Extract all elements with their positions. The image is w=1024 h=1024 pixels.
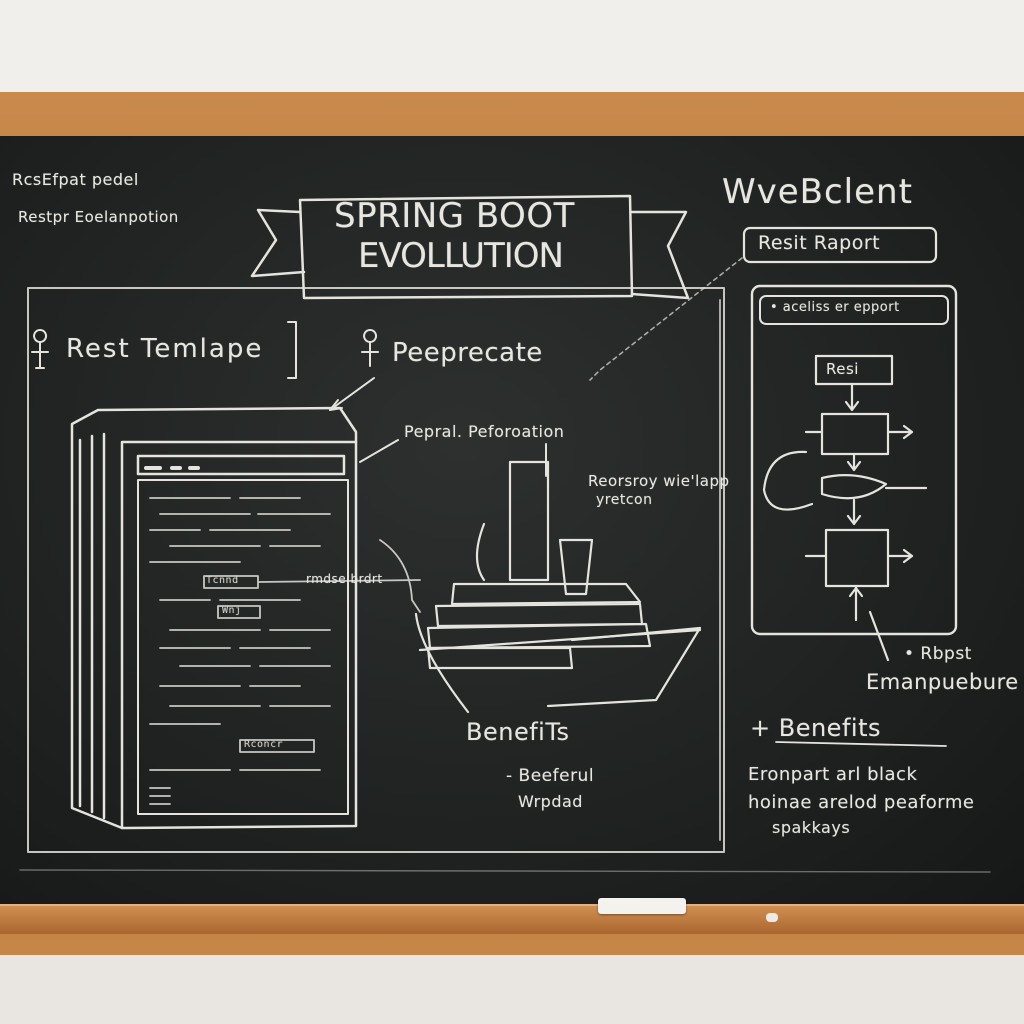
footnote-2: Emanpuebure — [866, 670, 1019, 694]
title-banner — [250, 194, 690, 300]
middle-benefit-1: - Beeferul — [506, 766, 595, 786]
middle-note-top: Pepral. Peforoation — [404, 422, 565, 441]
right-benefit-3: spakkays — [772, 818, 851, 837]
person-icon-middle — [361, 329, 379, 367]
flow-node-label: Resi — [826, 360, 859, 378]
note-top-left-2: Restpr Eoelanpotion — [18, 208, 179, 226]
right-benefit-2: hoinae arelod peaforme — [748, 792, 975, 813]
code-label-3: Rconcr — [244, 739, 284, 750]
title-line-1: SPRING BOOT — [334, 196, 575, 236]
flow-panel — [750, 284, 958, 636]
connector-line — [589, 257, 743, 381]
chalk-fragment — [766, 913, 778, 922]
code-label-1: Tcnnd — [206, 575, 239, 586]
chalk-stick — [598, 898, 686, 914]
code-label-2: Wnj — [222, 605, 242, 616]
right-benefit-1: Eronpart arl black — [748, 764, 918, 785]
rest-template-heading: Rest Temlape — [66, 334, 264, 364]
note-top-left-1: RcsEfpat pedel — [12, 170, 139, 189]
rest-raport-label: Resit Raport — [758, 232, 881, 254]
middle-benefits-heading: BenefiTs — [466, 718, 570, 746]
cup — [558, 538, 594, 596]
middle-note-right-1: Reorsroy wie'lapp — [588, 472, 730, 490]
rest-template-bracket — [287, 321, 297, 379]
footnote-1: • Rbpst — [904, 644, 972, 664]
webclient-heading: WveBclent — [722, 172, 913, 212]
flowchart — [762, 354, 947, 747]
deprecate-heading: Peeprecate — [392, 338, 543, 368]
code-lines — [149, 497, 421, 805]
panel-note: • aceliss er epport — [770, 300, 900, 315]
books-drawing — [414, 460, 702, 714]
right-benefits-heading: + Benefits — [750, 714, 881, 742]
chalk-tray — [0, 904, 1024, 934]
server-drawing — [70, 406, 358, 830]
rest-raport-box — [742, 226, 938, 264]
middle-benefit-2: Wrpdad — [518, 792, 583, 811]
deprecate-arrow — [329, 377, 375, 411]
note-arrow — [359, 439, 399, 463]
main-outline — [27, 287, 725, 853]
wall — [0, 955, 1024, 1024]
person-icon-left — [31, 329, 49, 369]
title-line-2: EVOLLUTION — [358, 236, 564, 276]
code-arrow-note: rmdse brdrt — [306, 572, 383, 586]
middle-note-right-2: yretcon — [596, 492, 653, 508]
